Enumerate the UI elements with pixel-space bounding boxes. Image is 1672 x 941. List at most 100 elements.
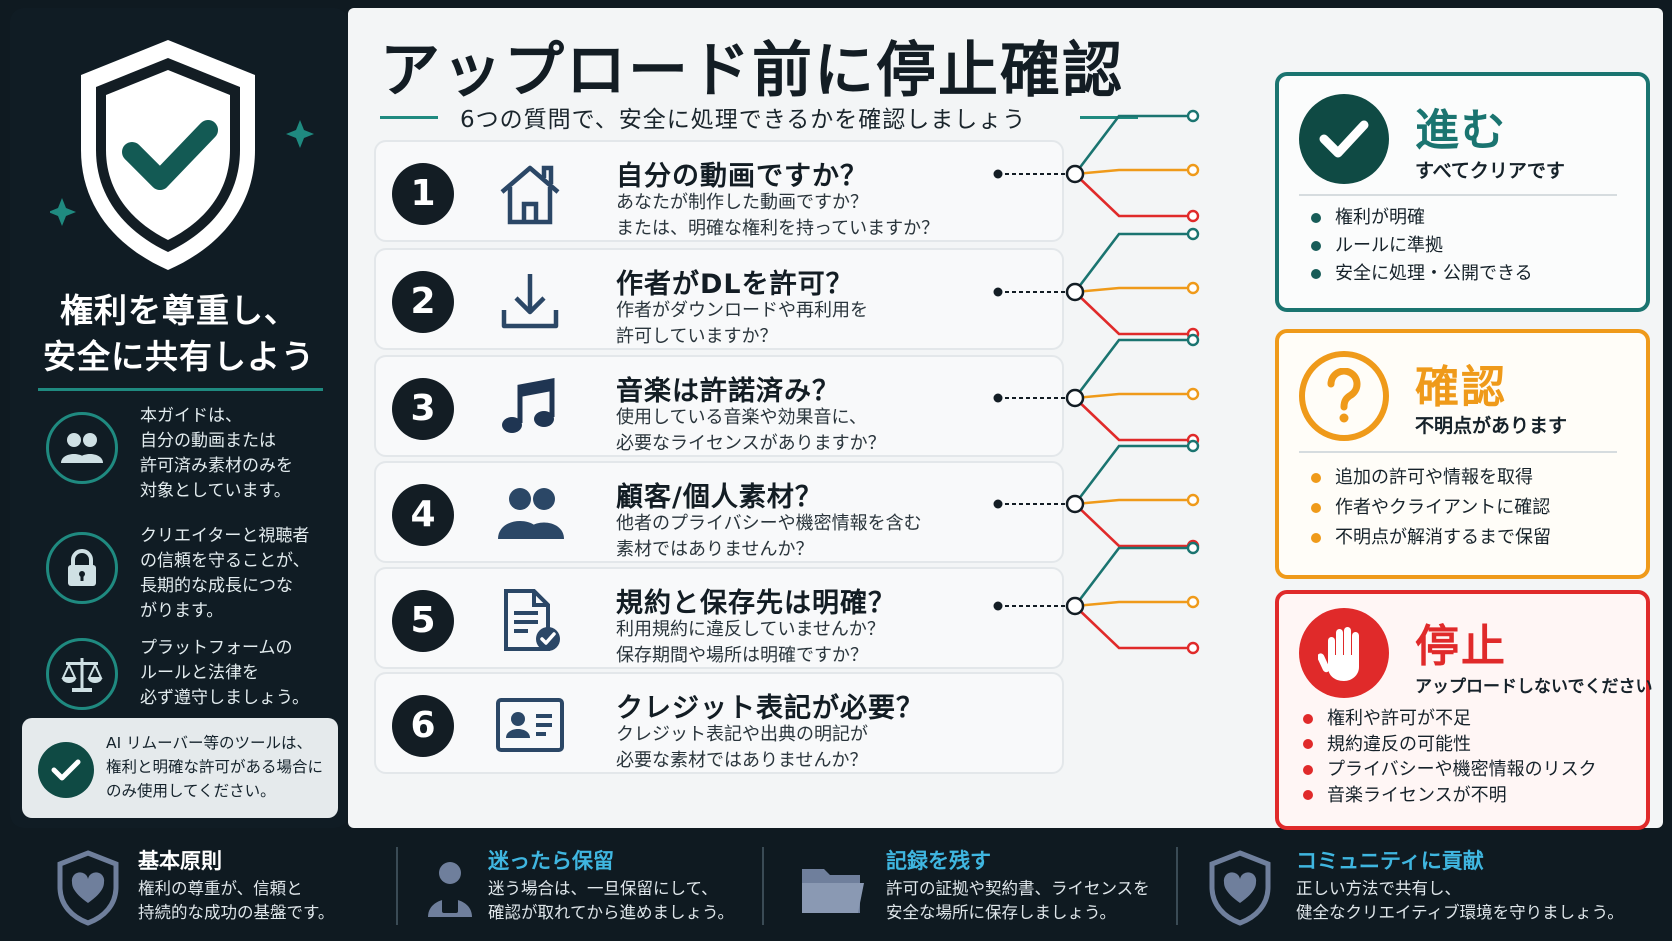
connector-branch-line	[1073, 338, 1193, 399]
connector-branch-line	[1073, 232, 1193, 293]
subtitle-line-right	[1080, 116, 1138, 119]
connector-end-node	[1186, 209, 1200, 223]
connector-branch-line	[1074, 168, 1193, 176]
connector-hub-node	[1065, 388, 1085, 408]
connector-branch-line	[1074, 291, 1193, 336]
main-panel: アップロード前に停止確認 6つの質問で、安全に処理できるかを確認しましょう 1 …	[348, 8, 1663, 830]
connector-end-node	[1186, 109, 1200, 123]
connector-start-dot	[993, 393, 1003, 403]
connector-end-node	[1186, 439, 1200, 453]
connector-branch-line	[1074, 605, 1193, 650]
question-title: 顧客/個人素材？	[616, 482, 823, 513]
connector-start-dot	[993, 601, 1003, 611]
question-card-6: 6 クレジット表記が必要？ クレジット表記や出典の明記が 必要な素材ではありませ…	[374, 672, 1064, 774]
page-subtitle: 6つの質問で、安全に処理できるかを確認しましょう	[460, 107, 1027, 133]
sidebar-title: 権利を尊重し、 安全に共有しよう	[43, 291, 315, 376]
result-divider	[1299, 194, 1617, 196]
connector-end-node	[1186, 493, 1200, 507]
footer-title: 迷ったら保留	[488, 849, 614, 873]
connector-end-node	[1186, 333, 1200, 347]
decision-flow-lines	[993, 109, 1200, 655]
question-description: クレジット表記や出典の明記が 必要な素材ではありませんか？	[616, 724, 868, 771]
shield-heart-icon	[1200, 847, 1280, 927]
connector-hub-node	[1065, 494, 1085, 514]
question-number: 1	[392, 163, 454, 225]
question-number: 4	[392, 484, 454, 546]
footer-description: 正しい方法で共有し、 健全なクリエイティブ環境を守りましょう。	[1296, 879, 1624, 922]
connector-end-node	[1186, 227, 1200, 241]
sidebar-divider	[38, 388, 323, 391]
footer-divider	[396, 847, 398, 925]
left-sidebar: 権利を尊重し、 安全に共有しよう 本ガイドは、 自分の動画または 許可済み素材の…	[10, 8, 348, 828]
connector-branch-line	[1074, 397, 1193, 442]
question-number: 2	[392, 271, 454, 333]
footer-divider	[762, 847, 764, 925]
id-card-icon	[494, 692, 566, 758]
connector-branch-line	[1074, 173, 1193, 218]
connector-end-node	[1186, 541, 1200, 555]
connector-hub-node	[1065, 164, 1085, 184]
connector-hub-node	[1065, 282, 1085, 302]
check-circle-icon	[1299, 94, 1389, 184]
question-title: 作者がDLを許可？	[616, 269, 854, 300]
list-item: 安全に処理・公開できる	[1309, 260, 1533, 288]
tool-usage-note: AI リムーバー等のツールは、 権利と明確な許可がある場合に のみ使用してくださ…	[22, 718, 338, 818]
lock-icon	[46, 532, 118, 604]
connector-branch-line	[1074, 600, 1193, 608]
connector-branch-line	[1073, 444, 1193, 505]
list-item: 権利が明確	[1309, 204, 1533, 232]
footer-item-hold: 迷ったら保留 迷う場合は、一旦保留にして、 確認が取れてから進めましょう。	[410, 835, 760, 935]
result-subtitle: アップロードしないでください	[1415, 677, 1653, 697]
connector-branch-line	[1073, 114, 1193, 175]
question-title: 音楽は許諾済み？	[616, 376, 840, 407]
footer-principles: 基本原則 権利の尊重が、信頼と 持続的な成功の基盤です。 迷ったら保留 迷う場合…	[0, 835, 1672, 941]
question-description: 他者のプライバシーや機密情報を含む 素材ではありませんか？	[616, 513, 922, 560]
result-title: 進む	[1415, 105, 1507, 156]
question-card-4: 4 顧客/個人素材？ 他者のプライバシーや機密情報を含む 素材ではありませんか？	[374, 461, 1064, 563]
list-item: 不明点が解消するまで保留	[1309, 523, 1551, 553]
question-description: 利用規約に違反していませんか？ 保存期間や場所は明確ですか？	[616, 619, 885, 666]
result-card-go: 進む すべてクリアです 権利が明確 ルールに準拠 安全に処理・公開できる	[1275, 72, 1650, 312]
list-item: プライバシーや機密情報のリスク	[1301, 757, 1597, 783]
people-icon	[46, 412, 118, 484]
document-check-icon	[494, 587, 566, 653]
result-title: 停止	[1415, 621, 1507, 672]
connector-branch-line	[1074, 392, 1193, 400]
shield-check-icon	[48, 30, 320, 285]
subtitle-row: 6つの質問で、安全に処理できるかを確認しましょう	[380, 96, 1140, 136]
footer-item-principle: 基本原則 権利の尊重が、信頼と 持続的な成功の基盤です。	[40, 835, 380, 935]
question-description: 作者がダウンロードや再利用を 許可していますか？	[616, 300, 868, 347]
result-divider	[1299, 451, 1617, 453]
footer-description: 権利の尊重が、信頼と 持続的な成功の基盤です。	[138, 879, 335, 922]
result-subtitle: すべてクリアです	[1415, 160, 1565, 182]
shield-heart-icon	[48, 847, 128, 927]
question-title: クレジット表記が必要？	[616, 693, 924, 724]
sidebar-item-text: クリエイターと視聴者 の信頼を守ることが、 長期的な成長につな がります。	[140, 526, 310, 621]
check-circle-icon	[38, 742, 94, 798]
question-card-2: 2 作者がDLを許可？ 作者がダウンロードや再利用を 許可していますか？	[374, 248, 1064, 350]
music-note-icon	[494, 375, 566, 441]
question-mark-icon	[1299, 351, 1389, 441]
question-description: 使用している音楽や効果音に、 必要なライセンスがありますか？	[616, 407, 886, 454]
result-subtitle: 不明点があります	[1415, 415, 1568, 437]
question-number: 6	[392, 695, 454, 757]
question-number: 5	[392, 590, 454, 652]
result-title: 確認	[1415, 362, 1507, 413]
list-item: 音楽ライセンスが不明	[1301, 783, 1597, 809]
footer-description: 迷う場合は、一旦保留にして、 確認が取れてから進めましょう。	[488, 879, 735, 922]
list-item: 権利や許可が不足	[1301, 706, 1597, 732]
list-item: 追加の許可や情報を取得	[1309, 463, 1551, 493]
connector-branch-line	[1074, 498, 1193, 506]
connector-branch-line	[1073, 546, 1193, 607]
sidebar-item-text: プラットフォームの ルールと法律を 必ず遵守しましょう。	[140, 638, 309, 708]
connector-branch-line	[1074, 503, 1193, 548]
scales-icon	[46, 638, 118, 710]
question-description: あなたが制作した動画ですか？ または、明確な権利を持っていますか？	[616, 192, 940, 239]
connector-start-dot	[993, 499, 1003, 509]
connector-start-dot	[993, 169, 1003, 179]
download-icon	[494, 268, 566, 334]
page-title: アップロード前に停止確認	[380, 36, 1124, 106]
list-item: 作者やクライアントに確認	[1309, 493, 1551, 523]
connector-end-node	[1186, 595, 1200, 609]
footer-title: 記録を残す	[886, 849, 991, 873]
